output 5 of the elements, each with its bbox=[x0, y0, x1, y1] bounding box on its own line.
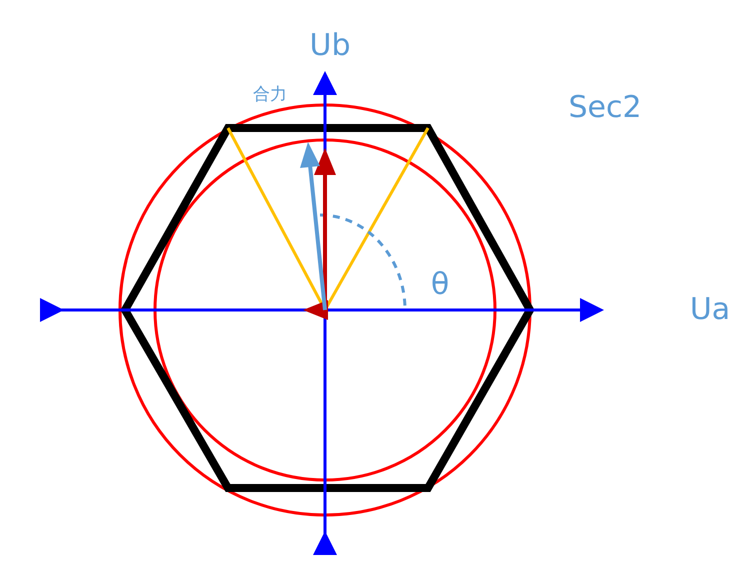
axis-label: Ub bbox=[310, 31, 350, 61]
axis-label: Ua bbox=[690, 295, 730, 325]
sector-label: Sec2 bbox=[568, 93, 642, 123]
vector-label: 合力 bbox=[253, 86, 287, 104]
angle-label: θ bbox=[430, 270, 450, 300]
